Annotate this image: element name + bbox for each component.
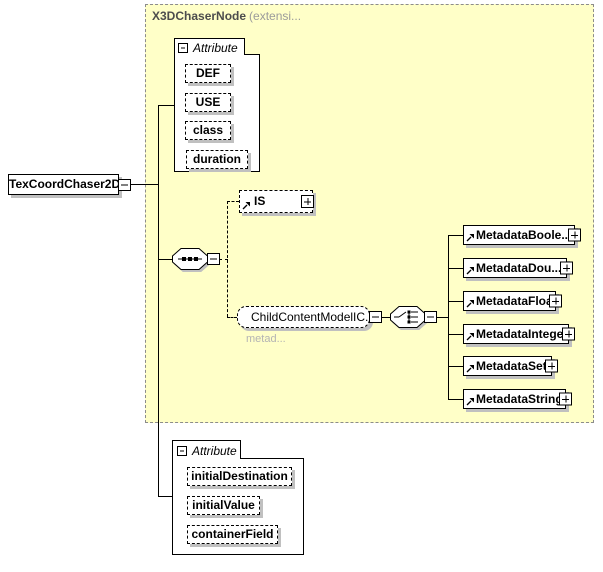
- attribute-initialdestination[interactable]: initialDestination: [187, 467, 292, 486]
- collapse-toggle[interactable]: [424, 311, 437, 323]
- connector-line: [158, 105, 174, 106]
- expand-toggle[interactable]: [560, 261, 573, 275]
- reference-arrow-icon: [466, 333, 474, 341]
- connector-dashed-line: [227, 201, 239, 202]
- reference-arrow-icon: [466, 398, 474, 406]
- attribute-label: initialValue: [192, 498, 255, 512]
- extension-title-name: X3DChaserNode: [152, 9, 247, 23]
- element-label: IS: [254, 194, 266, 208]
- attribute-def[interactable]: DEF: [185, 64, 231, 83]
- expand-toggle[interactable]: [568, 228, 581, 242]
- attribute-initialvalue[interactable]: initialValue: [187, 496, 260, 515]
- expand-toggle[interactable]: [559, 392, 572, 406]
- attribute-label: USE: [195, 95, 221, 109]
- attribute-group-collapse-toggle[interactable]: [177, 446, 187, 456]
- element-label: MetadataInteger: [476, 327, 569, 341]
- attribute-group-label: Attribute: [193, 41, 238, 55]
- reference-arrow-icon: [242, 202, 250, 210]
- expand-toggle[interactable]: [549, 294, 562, 308]
- extension-title-suffix: (extensi...: [249, 9, 302, 23]
- attribute-label: containerField: [191, 527, 274, 541]
- element-metadatainteger[interactable]: MetadataInteger: [463, 324, 575, 344]
- element-label: MetadataBoole...: [476, 228, 572, 242]
- connector-dashed-line: [227, 201, 228, 317]
- annotation-text: metad...: [246, 333, 286, 345]
- element-label: MetadataSet: [476, 359, 547, 373]
- connector-line: [158, 259, 172, 260]
- expand-toggle[interactable]: [562, 327, 575, 341]
- attribute-duration[interactable]: duration: [186, 150, 248, 169]
- sequence-compositor-icon[interactable]: [172, 248, 208, 275]
- attribute-label: initialDestination: [191, 469, 288, 483]
- element-label: MetadataFloat: [476, 294, 557, 308]
- element-label: MetadataDou...: [476, 261, 562, 275]
- connector-branch-line: [448, 235, 449, 399]
- attribute-group-collapse-toggle[interactable]: [178, 43, 188, 53]
- attribute-group-label: Attribute: [192, 444, 237, 458]
- connector-line: [448, 301, 463, 302]
- connector-line: [448, 235, 463, 236]
- element-is[interactable]: IS: [239, 190, 314, 213]
- element-metadatastring[interactable]: MetadataString: [463, 389, 572, 409]
- attribute-use[interactable]: USE: [185, 93, 231, 112]
- element-label: ChildContentModelIC...: [251, 310, 376, 324]
- attribute-label: DEF: [196, 66, 220, 80]
- reference-arrow-icon: [466, 267, 474, 275]
- element-label: TexCoordChaser2D: [9, 177, 121, 191]
- reference-arrow-icon: [466, 365, 474, 373]
- element-metadatadouble[interactable]: MetadataDou...: [463, 258, 573, 278]
- connector-line: [158, 496, 172, 497]
- choice-compositor-icon[interactable]: [390, 306, 426, 333]
- element-label: MetadataString: [476, 392, 563, 406]
- attribute-class[interactable]: class: [185, 121, 231, 140]
- connector-line: [448, 399, 463, 400]
- element-texcoordchaser2d[interactable]: TexCoordChaser2D: [8, 174, 121, 195]
- element-metadatafloat[interactable]: MetadataFloat: [463, 291, 562, 311]
- connector-line: [448, 366, 463, 367]
- connector-line: [437, 317, 448, 318]
- collapse-toggle[interactable]: [369, 311, 382, 323]
- expand-toggle[interactable]: [545, 359, 558, 373]
- attribute-label: class: [192, 123, 224, 137]
- reference-arrow-icon: [466, 234, 474, 242]
- connector-line: [448, 334, 463, 335]
- attribute-label: duration: [193, 152, 241, 166]
- element-metadataboolean[interactable]: MetadataBoole...: [463, 225, 581, 245]
- expand-toggle[interactable]: [301, 195, 314, 208]
- element-childcontentmodel[interactable]: ChildContentModelIC...: [237, 306, 376, 328]
- extension-title: X3DChaserNode(extensi...: [152, 9, 301, 23]
- element-metadataset[interactable]: MetadataSet: [463, 356, 558, 376]
- reference-arrow-icon: [466, 300, 474, 308]
- connector-dashed-line: [219, 259, 228, 260]
- connector-trunk-line: [158, 105, 159, 496]
- collapse-toggle[interactable]: [118, 179, 131, 191]
- collapse-toggle[interactable]: [207, 253, 220, 265]
- connector-line: [448, 268, 463, 269]
- connector-dashed-line: [227, 317, 237, 318]
- connector-line: [130, 184, 158, 185]
- connector-line: [381, 317, 390, 318]
- attribute-containerfield[interactable]: containerField: [187, 525, 278, 544]
